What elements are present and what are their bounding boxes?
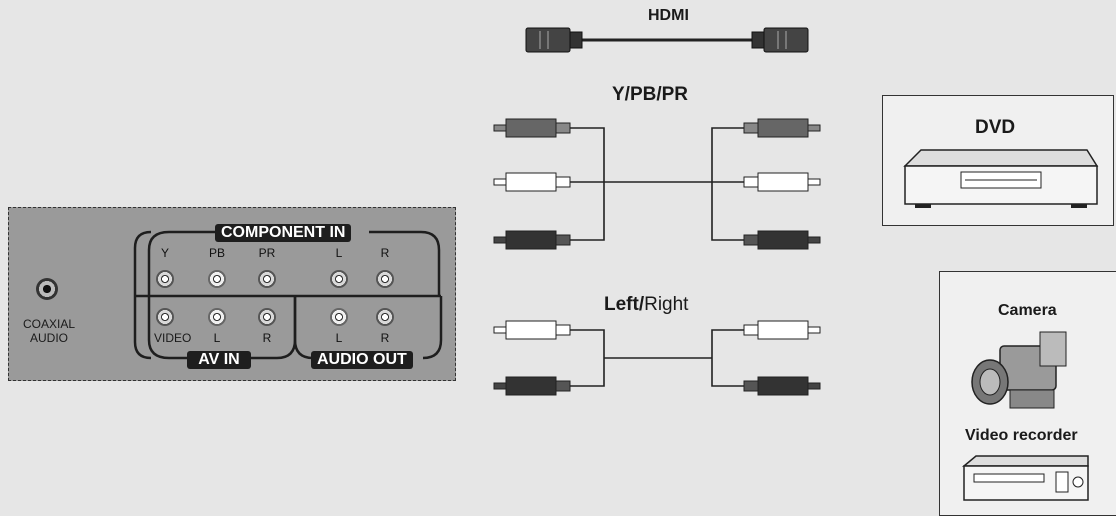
- audio-out-title: AUDIO OUT: [311, 351, 413, 369]
- camera-label: Camera: [998, 302, 1057, 319]
- coaxial-label-line2: AUDIO: [30, 331, 69, 345]
- component-in-title: COMPONENT IN: [215, 224, 352, 242]
- component-pr-label: PR: [258, 246, 276, 260]
- dvd-label: DVD: [975, 117, 1016, 138]
- video-recorder-icon: [962, 455, 1089, 501]
- component-audio-l-jack: [330, 270, 348, 288]
- coaxial-label-line1: COAXIAL: [23, 317, 76, 331]
- camera-recorder-box: Camera Video recorder: [939, 271, 1116, 516]
- av-r-jack: [258, 308, 276, 326]
- hdmi-cable: [525, 27, 809, 53]
- audio-out-l-label: L: [335, 331, 343, 345]
- component-audio-l-label: L: [335, 246, 343, 260]
- audio-cables: [493, 320, 821, 396]
- av-r-label: R: [262, 331, 272, 345]
- coaxial-audio-jack: [36, 278, 58, 300]
- dvd-player-icon: [903, 149, 1099, 208]
- component-y-label: Y: [160, 246, 169, 260]
- ypbpr-label: Y/PB/PR: [612, 84, 689, 105]
- component-pr-jack: [258, 270, 276, 288]
- component-pb-jack: [208, 270, 226, 288]
- av-l-label: L: [213, 331, 221, 345]
- av-video-label: VIDEO: [154, 331, 192, 345]
- hdmi-label: HDMI: [648, 7, 689, 24]
- component-audio-r-label: R: [380, 246, 390, 260]
- video-recorder-label: Video recorder: [965, 427, 1078, 444]
- ypbpr-cables: [493, 118, 821, 250]
- audio-cable-label: Left/Right: [604, 294, 688, 316]
- camcorder-icon: [971, 331, 1067, 409]
- component-pb-label: PB: [208, 246, 225, 260]
- av-l-jack: [208, 308, 226, 326]
- component-y-jack: [156, 270, 174, 288]
- audio-out-r-label: R: [380, 331, 390, 345]
- right-label: Right: [644, 294, 689, 315]
- av-in-title: AV IN: [187, 351, 251, 369]
- audio-out-r-jack: [376, 308, 394, 326]
- audio-out-l-jack: [330, 308, 348, 326]
- dvd-device-box: DVD: [882, 95, 1114, 226]
- component-audio-r-jack: [376, 270, 394, 288]
- panel-group-outlines: [133, 230, 443, 360]
- tv-connector-panel: COAXIAL AUDIO COMPONENT IN AV IN AUDIO O…: [8, 207, 456, 381]
- left-label: Left/: [604, 294, 645, 315]
- av-video-jack: [156, 308, 174, 326]
